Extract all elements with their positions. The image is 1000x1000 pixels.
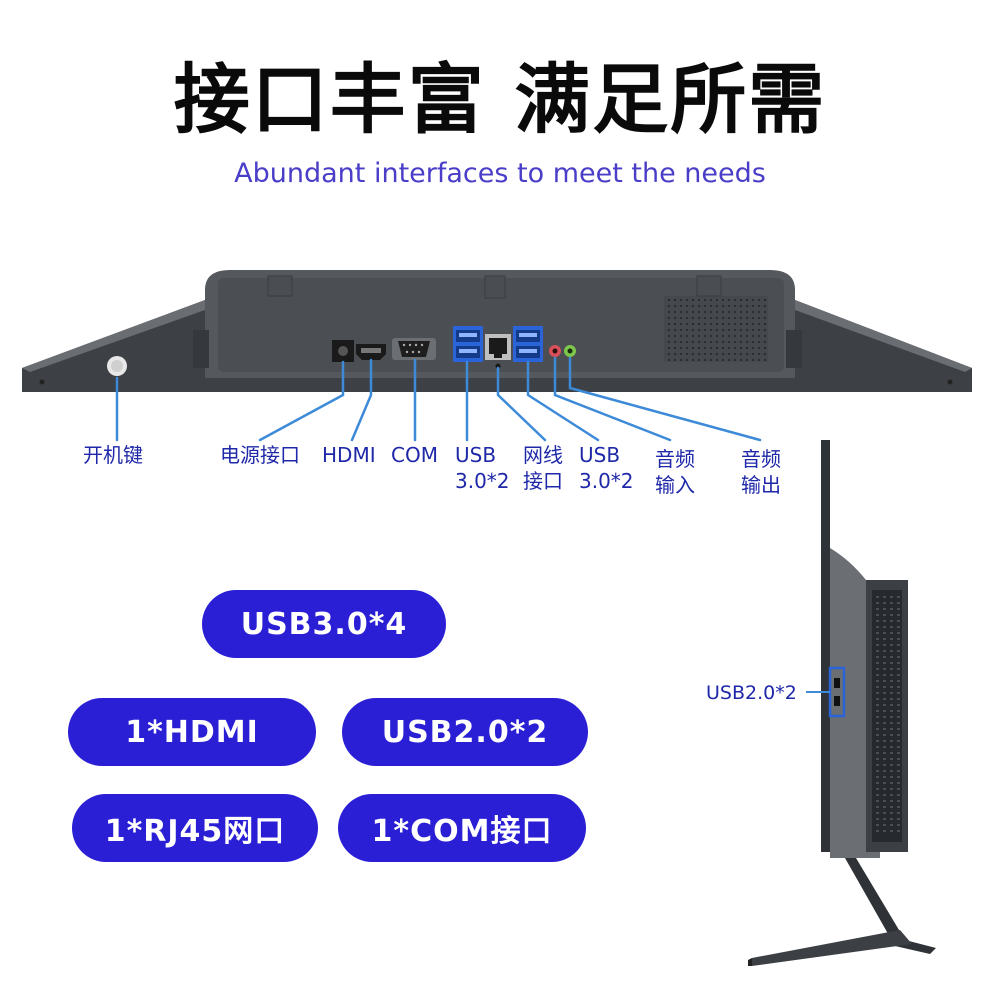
audio-out-jack-icon [564,345,576,357]
label-audio-out-line2: 输出 [741,473,781,497]
feature-pill-rj45: 1*RJ45网口 [72,794,318,862]
label-usb-right-line2: 3.0*2 [579,469,634,493]
label-hdmi: HDMI [322,443,376,467]
power-button-icon [107,356,127,376]
feature-pill-hdmi: 1*HDMI [68,698,316,766]
monitor-bottom-view [22,270,972,392]
label-com: COM [391,443,438,467]
label-audio-in-line2: 输入 [655,473,695,497]
audio-in-jack-icon [549,345,561,357]
label-power-button: 开机键 [83,443,143,467]
monitor-side-view [748,440,936,966]
leader-lines [115,356,762,442]
label-usb-left-line1: USB [455,443,497,467]
label-lan-line1: 网线 [523,443,563,467]
usb-right-stack-icon [513,326,543,362]
label-audio-out-line1: 音频 [741,447,781,471]
power-port-icon [332,340,354,362]
feature-pill-usb2: USB2.0*2 [342,698,588,766]
usb-left-stack-icon [453,326,483,362]
label-usb-left-line2: 3.0*2 [455,469,510,493]
feature-pill-usb3: USB3.0*4 [202,590,446,658]
page-title: 接口丰富 满足所需 [173,55,827,144]
label-side-usb: USB2.0*2 [706,682,797,704]
rj45-port-icon [485,334,511,369]
label-usb-right-line1: USB [579,443,621,467]
page-subtitle: Abundant interfaces to meet the needs [234,158,766,189]
hdmi-port-icon [356,344,386,360]
label-lan-line2: 接口 [523,469,563,493]
feature-pill-com: 1*COM接口 [338,794,586,862]
label-audio-in-line1: 音频 [655,447,695,471]
com-port-icon [392,338,436,360]
label-power-port: 电源接口 [220,443,300,467]
